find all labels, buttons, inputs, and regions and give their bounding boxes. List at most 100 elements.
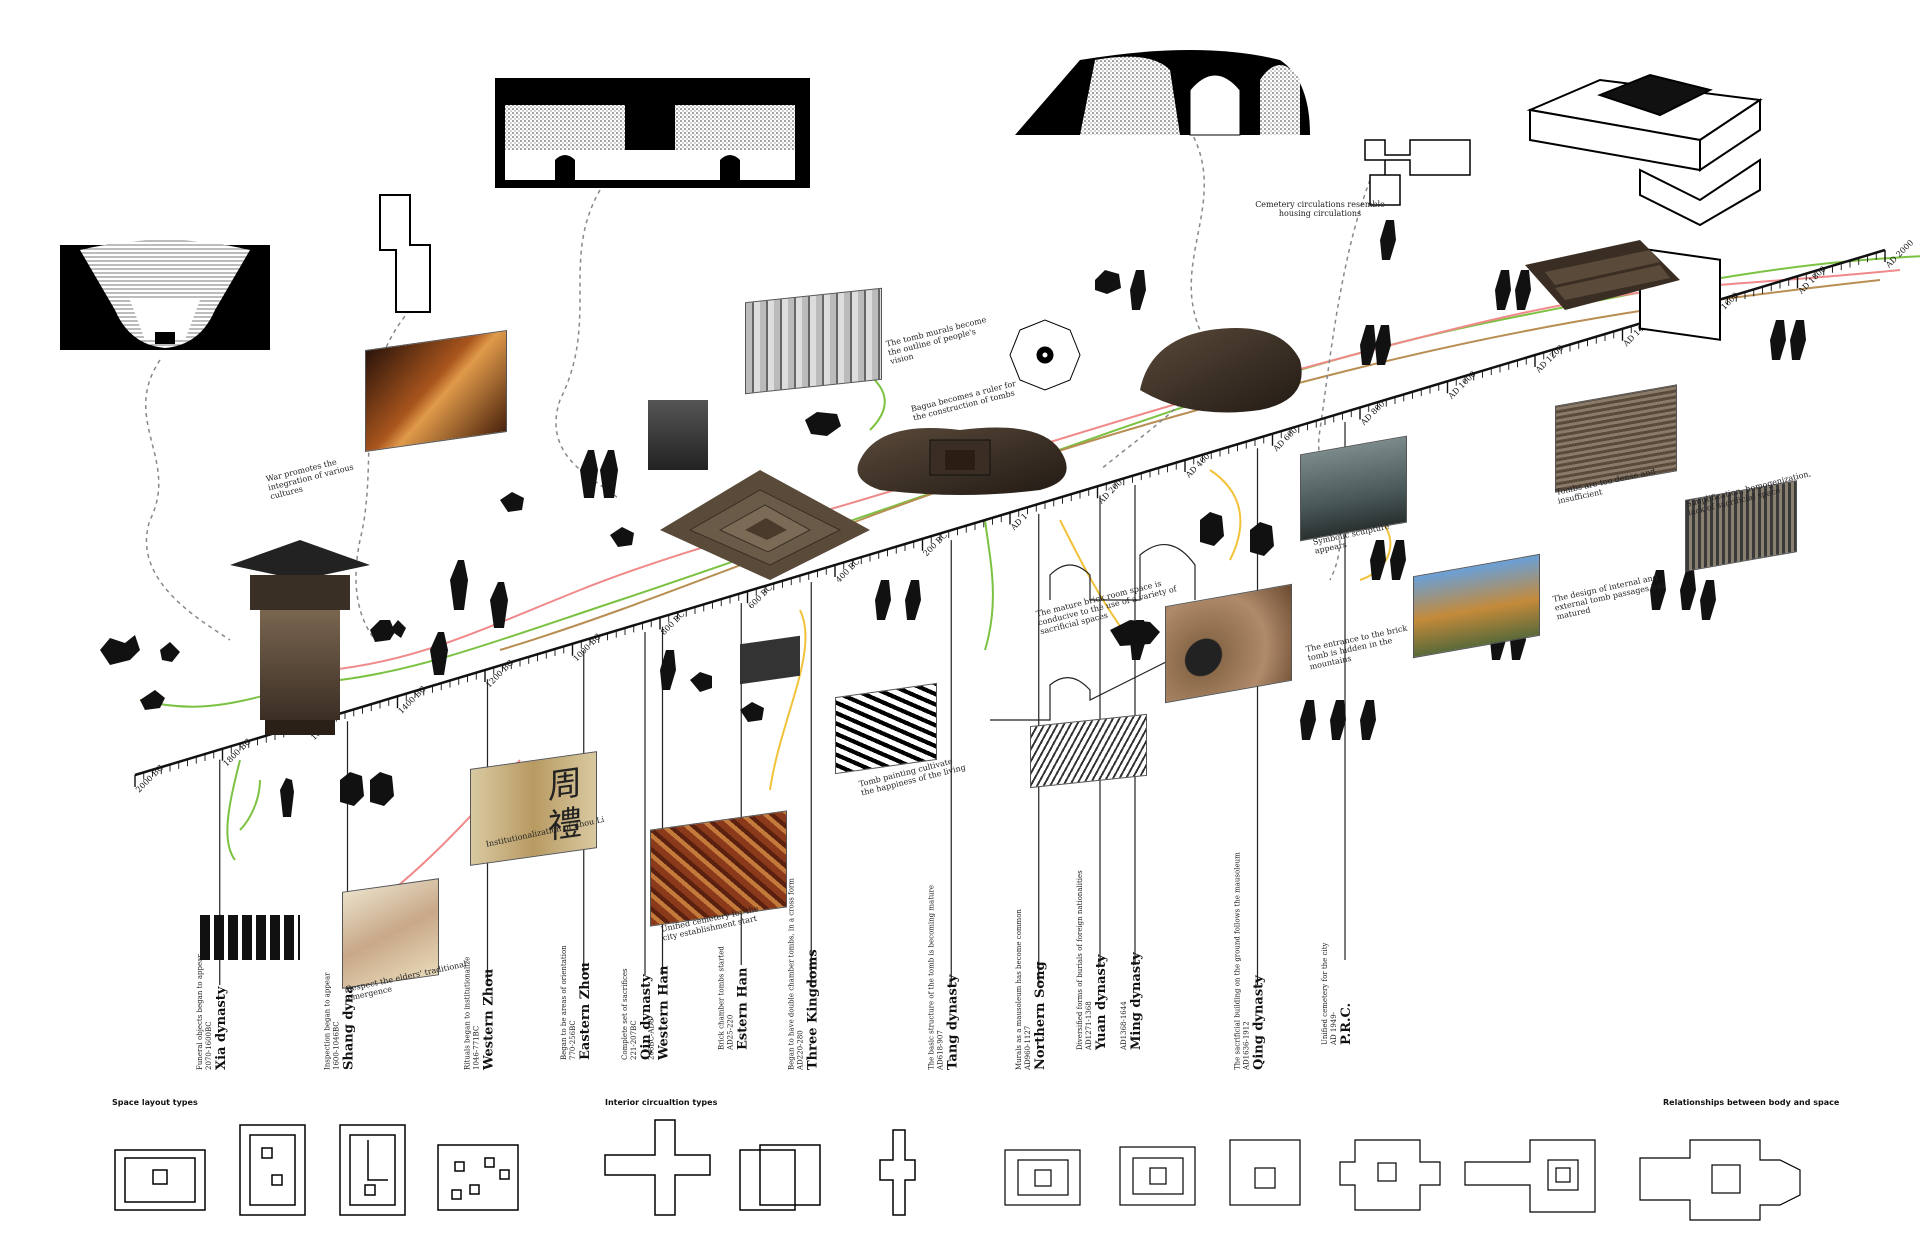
dynasty-name: Qin dynasty — [639, 974, 654, 1060]
dynasty-note: Began to be areas of orientation — [560, 945, 568, 1060]
dynasty-dates: 2070-1600BC — [205, 1021, 213, 1070]
dynasty-note: Rituals began to institutionalize — [464, 957, 472, 1070]
stepped-pyramid-tomb-model — [660, 470, 870, 580]
xia-pit-section-drawing — [60, 240, 270, 350]
dynasty-name: Shang dynasty — [342, 964, 357, 1070]
dynasty-note: Inspection began to appear — [324, 972, 332, 1070]
dynasty-dates: 1600-1046BC — [333, 1021, 341, 1070]
axis-tick-label: 2000 BC — [134, 763, 165, 794]
brick-arch-section-drawing — [990, 544, 1196, 721]
dynasty-name: Western Zhou — [482, 969, 497, 1071]
dynasty-note: Funeral objects began to appear — [196, 954, 204, 1070]
inscription-rubbing-photo — [200, 915, 300, 960]
bagua-rock-platform-model — [857, 427, 1067, 495]
dynasty-name: Estern Han — [735, 967, 750, 1050]
axis-tick-label: 1000 BC — [572, 632, 603, 663]
dynasty-dates: 221-207BC — [630, 1020, 638, 1060]
body-space-relationship-diagrams — [1004, 1139, 1801, 1221]
tang-vault-section-drawing — [1015, 50, 1310, 136]
song-cross-plan-drawing — [1364, 139, 1471, 206]
dynasty-dates: AD618-907 — [936, 1030, 944, 1071]
dynasty-note: Murals as a mausoleum has become common — [1015, 909, 1023, 1070]
body-space-title: Relationships between body and space — [1663, 1098, 1840, 1107]
tomb-mural-photo — [745, 287, 882, 395]
dynasty-dates: 1046-771BC — [473, 1026, 481, 1070]
dynasty-dates: 206BC-AD8 — [648, 1019, 656, 1060]
axis-tick-label: AD 2000 — [1883, 238, 1915, 270]
war-painting-photo — [365, 330, 507, 452]
bronze-vessels-photo — [740, 635, 800, 685]
dynasty-note: The basic structure of the tomb is becom… — [927, 885, 935, 1070]
dynasty-note: Began to have double chamber tombs, in a… — [787, 878, 795, 1070]
dynasty-note: The sacrificial building on the ground f… — [1234, 852, 1242, 1070]
axis-tick-label: 1800 BC — [222, 737, 253, 768]
zhou-chamber-section-drawing — [495, 78, 810, 188]
axis-tick-label: 1400 BC — [397, 685, 428, 716]
qing-tombstone-drawing — [1526, 73, 1763, 341]
dynasty-note: Diversified forms of burials of foreign … — [1076, 870, 1084, 1050]
green-flow-line-4 — [984, 519, 994, 651]
dynasty-name: Eastern Zhou — [578, 962, 593, 1060]
xia-watchtower-model — [230, 540, 370, 735]
qing-tomb-slab-model — [1525, 240, 1680, 310]
flow-lines — [139, 255, 1920, 901]
axis-tick-label: AD 1200 — [1533, 343, 1565, 375]
axis-tick-label: AD 1000 — [1446, 369, 1478, 401]
dynasty-name: Yuan dynasty — [1094, 954, 1109, 1051]
dynasty-name: Xia dynasty — [214, 986, 229, 1070]
dynasty-note: Complete set of sacrifices — [621, 968, 629, 1060]
dynasty-name: P.R.C. — [1339, 1003, 1354, 1045]
dynasty-name: Ming dynasty — [1129, 952, 1144, 1050]
tomb-painting-bw-photo — [835, 682, 937, 775]
carriage-ink-drawing — [1030, 713, 1147, 789]
dynasty-dates: AD1368-1644 — [1120, 1001, 1128, 1051]
dynasty-dates: AD25-220 — [726, 1015, 734, 1051]
dynasty-name: Western Han — [657, 965, 672, 1061]
dynasty-dates: AD220-280 — [796, 1030, 804, 1071]
interior-circulation-diagrams — [604, 1119, 916, 1216]
dynasty-name: Three Kingdoms — [805, 949, 820, 1070]
note-cemetery-circulation: Cemetery circulations resemble housing c… — [1255, 200, 1385, 218]
interior-circulation-title: Interior circualtion types — [605, 1098, 718, 1107]
bagua-octagon-diagram — [1009, 319, 1081, 391]
space-layout-diagrams — [114, 1124, 519, 1216]
yellow-flow-line — [769, 609, 807, 791]
terracotta-figures-photo — [648, 400, 708, 470]
green-flow-line-2 — [239, 779, 261, 831]
dynasty-dates: AD1271-1368 — [1085, 1001, 1093, 1051]
dynasty-label: P.R.C.AD 1949-Unified cemetery for the c… — [1321, 942, 1354, 1046]
silhouette-figures — [100, 220, 1806, 817]
dynasty-dates: AD1636-1912 — [1243, 1021, 1251, 1071]
axis-tick-label: AD 1 — [1008, 512, 1029, 533]
dynasty-note: Unified cemetery for the city — [1321, 942, 1329, 1045]
green-flow-line-5 — [226, 759, 241, 861]
tang-tumulus-mound-model — [1140, 328, 1302, 413]
dynasty-name: Northern Song — [1033, 961, 1048, 1070]
shang-shaft-plan-drawing — [379, 194, 431, 313]
space-layout-title: Space layout types — [112, 1098, 198, 1107]
dynasty-note: Brick chamber tombs started — [717, 946, 725, 1050]
dynasty-dates: AD960-1127 — [1024, 1026, 1032, 1071]
dynasty-dates: 770-256BC — [569, 1020, 577, 1060]
yellow-flow-line-3 — [1209, 469, 1242, 561]
dynasty-name: Tang dynasty — [945, 974, 960, 1070]
dynasty-name: Qing dynasty — [1252, 975, 1267, 1070]
axis-tick-label: AD 1800 — [1796, 264, 1828, 296]
seal-char-zhou: 周 — [548, 762, 582, 808]
dynasty-dates: AD 1949- — [1330, 1011, 1338, 1046]
axis-tick-label: 1200 BC — [484, 658, 515, 689]
